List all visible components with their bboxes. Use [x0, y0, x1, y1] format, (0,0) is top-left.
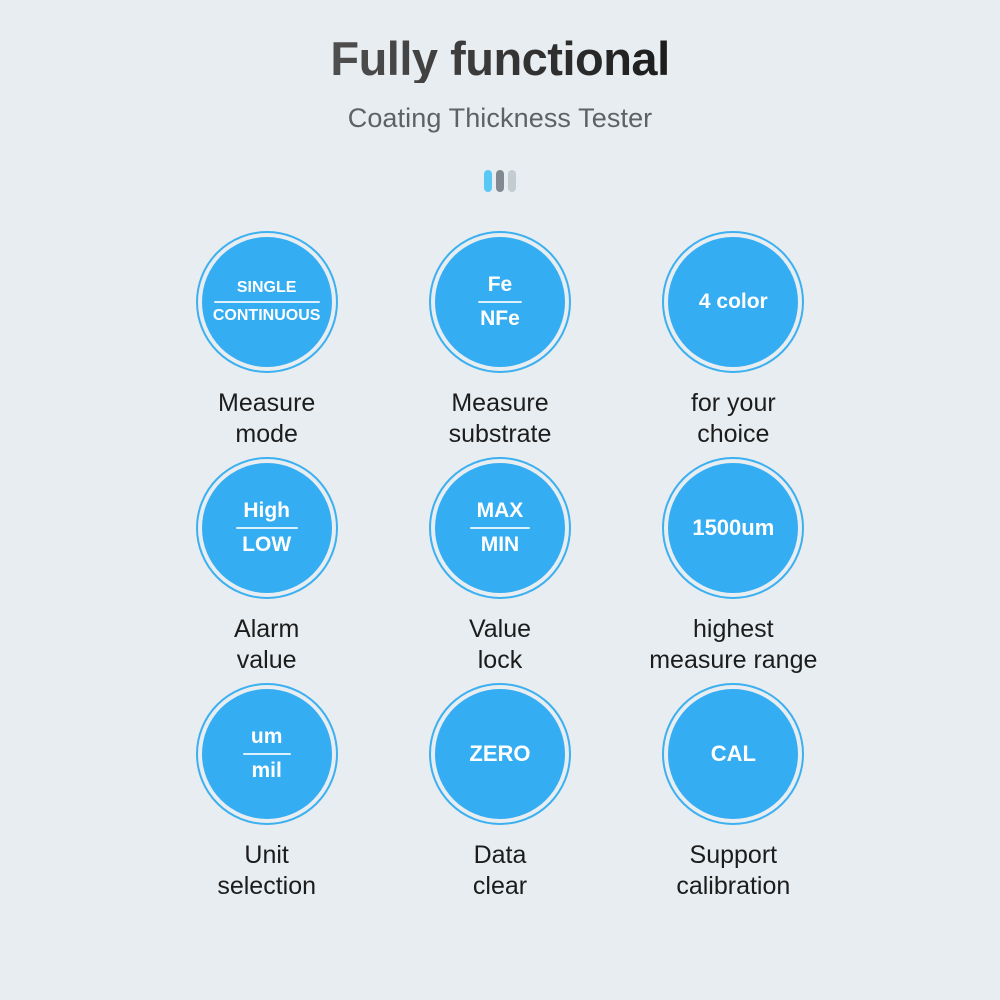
- badge-divider: [213, 300, 320, 303]
- badge-bottom-label: MIN: [480, 532, 520, 556]
- feature-item-value-lock: MAX MIN Value lock: [383, 457, 616, 675]
- badge-top-label: um: [250, 725, 283, 749]
- badge-bottom-label: LOW: [242, 532, 292, 556]
- feature-caption: Data clear: [472, 841, 528, 900]
- feature-item-measure-substrate: Fe NFe Measure substrate: [383, 231, 616, 449]
- badge-bottom-label: mil: [251, 758, 282, 782]
- badge-divider: [469, 526, 530, 529]
- badge-zero: ZERO: [428, 683, 571, 826]
- badge-divider: [235, 526, 298, 529]
- feature-caption: Measure substrate: [448, 389, 552, 448]
- badge-high-low: High LOW: [195, 457, 338, 600]
- badge-inner: SINGLE CONTINUOUS: [201, 237, 332, 368]
- page-header: Fully functional Coating Thickness Teste…: [0, 0, 1000, 134]
- feature-item-unit-selection: um mil Unit selection: [150, 683, 383, 901]
- feature-caption: highest measure range: [649, 615, 818, 674]
- badge-bottom-label: NFe: [480, 306, 520, 330]
- feature-caption: Unit selection: [217, 841, 316, 900]
- badge-top-label: High: [243, 499, 290, 523]
- feature-item-data-clear: ZERO Data clear: [383, 683, 616, 901]
- page-title: Fully functional: [0, 34, 1000, 84]
- feature-caption: Value lock: [468, 615, 532, 674]
- badge-inner: CAL: [668, 689, 799, 820]
- badge-single-continuous: SINGLE CONTINUOUS: [195, 231, 338, 374]
- feature-caption: for your choice: [690, 389, 776, 448]
- badge-inner: 4 color: [668, 237, 799, 368]
- feature-grid: SINGLE CONTINUOUS Measure mode Fe NFe Me…: [150, 231, 850, 901]
- badge-max-min: MAX MIN: [428, 457, 571, 600]
- badge-divider: [477, 300, 522, 303]
- decor-bar-3-icon: [508, 170, 516, 193]
- page-subtitle: Coating Thickness Tester: [347, 103, 653, 134]
- badge-bottom-label: CONTINUOUS: [212, 306, 321, 324]
- decorative-bars: [477, 169, 523, 193]
- feature-item-four-color: 4 color for your choice: [617, 231, 850, 449]
- badge-inner: Fe NFe: [434, 237, 565, 368]
- badge-inner: um mil: [201, 689, 332, 820]
- badge-divider: [242, 752, 291, 755]
- badge-cal: CAL: [662, 683, 805, 826]
- badge-inner: ZERO: [434, 689, 565, 820]
- decor-bar-1-icon: [484, 170, 492, 193]
- badge-top-label: MAX: [476, 499, 524, 523]
- badge-fe-nfe: Fe NFe: [428, 231, 571, 374]
- badge-inner: MAX MIN: [434, 463, 565, 594]
- feature-item-measure-mode: SINGLE CONTINUOUS Measure mode: [150, 231, 383, 449]
- feature-item-alarm-value: High LOW Alarm value: [150, 457, 383, 675]
- feature-caption: Alarm value: [234, 615, 300, 674]
- feature-item-measure-range: 1500um highest measure range: [617, 457, 850, 675]
- badge-um-mil: um mil: [195, 683, 338, 826]
- feature-caption: Measure mode: [218, 389, 316, 448]
- badge-4-color: 4 color: [662, 231, 805, 374]
- badge-label: 4 color: [698, 289, 768, 313]
- feature-item-support-calibration: CAL Support calibration: [617, 683, 850, 901]
- badge-1500um: 1500um: [662, 457, 805, 600]
- badge-label: CAL: [710, 741, 756, 767]
- badge-label: ZERO: [469, 741, 531, 767]
- badge-top-label: SINGLE: [236, 278, 297, 296]
- badge-top-label: Fe: [487, 273, 513, 297]
- badge-inner: 1500um: [668, 463, 799, 594]
- badge-label: 1500um: [692, 515, 775, 541]
- badge-inner: High LOW: [201, 463, 332, 594]
- feature-caption: Support calibration: [676, 841, 791, 900]
- decor-bar-2-icon: [496, 170, 504, 193]
